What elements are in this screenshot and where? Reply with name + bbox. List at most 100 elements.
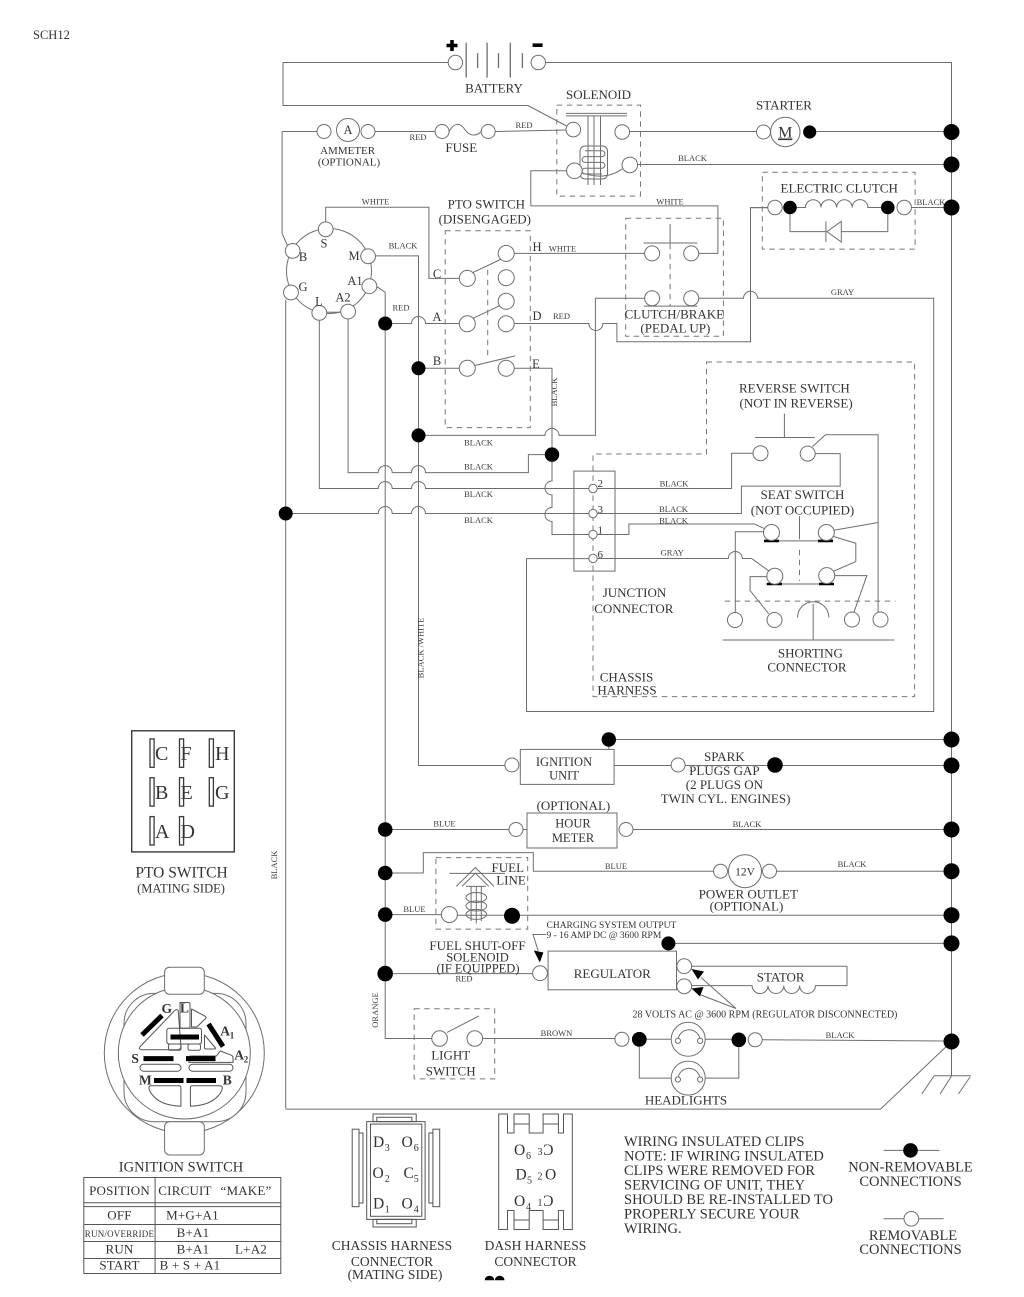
svg-text:RUN: RUN xyxy=(105,1242,133,1257)
svg-text:POSITION: POSITION xyxy=(89,1183,150,1198)
svg-text:DASH HARNESS: DASH HARNESS xyxy=(485,1238,587,1253)
svg-text:2: 2 xyxy=(385,1174,390,1185)
svg-text:5: 5 xyxy=(527,1176,532,1187)
svg-text:L: L xyxy=(180,1001,189,1016)
svg-text:BLACK: BLACK xyxy=(659,504,689,514)
svg-text:REVERSE SWITCH: REVERSE SWITCH xyxy=(739,381,850,396)
svg-text:O: O xyxy=(514,1193,525,1210)
svg-text:BLACK: BLACK xyxy=(549,377,559,407)
svg-text:BLACK: BLACK xyxy=(917,197,947,207)
svg-text:WHITE: WHITE xyxy=(656,197,683,207)
svg-text:ELECTRIC CLUTCH: ELECTRIC CLUTCH xyxy=(781,181,898,196)
svg-text:B: B xyxy=(433,354,441,368)
svg-text:C: C xyxy=(155,743,168,765)
svg-text:M+G+A1: M+G+A1 xyxy=(166,1208,219,1223)
svg-text:(PEDAL UP): (PEDAL UP) xyxy=(640,321,710,336)
svg-text:G: G xyxy=(298,280,307,294)
svg-text:IGNITION: IGNITION xyxy=(536,755,592,769)
svg-text:ORANGE: ORANGE xyxy=(370,992,380,1027)
svg-text:GRAY: GRAY xyxy=(831,287,854,297)
svg-text:B: B xyxy=(223,1073,232,1088)
svg-text:NOTE: IF WIRING INSULATED: NOTE: IF WIRING INSULATED xyxy=(624,1149,824,1165)
svg-text:B: B xyxy=(155,782,168,804)
svg-text:2: 2 xyxy=(244,1055,249,1065)
svg-text:4: 4 xyxy=(414,1205,419,1216)
svg-text:E: E xyxy=(532,357,540,371)
svg-text:FUEL: FUEL xyxy=(492,860,525,875)
svg-text:CHASSIS: CHASSIS xyxy=(600,670,653,685)
svg-text:6: 6 xyxy=(414,1143,419,1154)
svg-text:O: O xyxy=(514,1142,525,1159)
svg-text:START: START xyxy=(99,1258,139,1273)
svg-text:D: D xyxy=(373,1134,384,1151)
svg-text:SHORTING: SHORTING xyxy=(778,646,843,661)
svg-text:B+A1: B+A1 xyxy=(177,1225,210,1240)
svg-text:BATTERY: BATTERY xyxy=(465,81,523,96)
svg-text:9 - 16 AMP DC @ 3600 RPM: 9 - 16 AMP DC @ 3600 RPM xyxy=(547,931,662,941)
svg-text:(NOT IN REVERSE): (NOT IN REVERSE) xyxy=(740,396,853,411)
svg-text:OFF: OFF xyxy=(107,1208,131,1223)
svg-text:SOLENOID: SOLENOID xyxy=(566,87,631,102)
svg-text:SHOULD BE RE-INSTALLED TO: SHOULD BE RE-INSTALLED TO xyxy=(624,1192,833,1208)
svg-text:POWER OUTLET: POWER OUTLET xyxy=(699,887,798,902)
svg-text:BLACK: BLACK xyxy=(826,1030,856,1040)
svg-text:SEAT SWITCH: SEAT SWITCH xyxy=(761,487,845,502)
svg-text:HARNESS: HARNESS xyxy=(597,683,656,698)
svg-text:RED: RED xyxy=(456,974,473,984)
svg-text:6: 6 xyxy=(526,1151,531,1162)
svg-text:(MATING SIDE): (MATING SIDE) xyxy=(137,882,225,896)
svg-text:WIRING.: WIRING. xyxy=(624,1221,682,1237)
svg-text:WIRING INSULATED CLIPS: WIRING INSULATED CLIPS xyxy=(624,1134,804,1150)
svg-text:CHARGING SYSTEM OUTPUT: CHARGING SYSTEM OUTPUT xyxy=(547,921,677,931)
svg-text:HOUR: HOUR xyxy=(555,817,591,831)
svg-text:HEADLIGHTS: HEADLIGHTS xyxy=(645,1093,727,1108)
svg-text:BLACK: BLACK xyxy=(389,241,419,251)
svg-text:STARTER: STARTER xyxy=(756,98,812,113)
svg-text:BLACK: BLACK xyxy=(464,438,494,448)
svg-text:CHASSIS HARNESS: CHASSIS HARNESS xyxy=(332,1238,452,1253)
svg-text:D: D xyxy=(181,821,195,843)
svg-text:3: 3 xyxy=(538,1147,543,1158)
svg-text:C: C xyxy=(433,267,441,281)
svg-text:D: D xyxy=(373,1196,384,1213)
svg-text:F: F xyxy=(181,743,192,765)
svg-text:BLACK: BLACK xyxy=(838,859,868,869)
svg-text:CLUTCH/BRAKE: CLUTCH/BRAKE xyxy=(624,307,724,322)
svg-text:FUEL SHUT-OFF: FUEL SHUT-OFF xyxy=(429,938,525,953)
svg-text:B: B xyxy=(299,250,307,264)
svg-text:S: S xyxy=(131,1051,139,1066)
svg-text:L: L xyxy=(315,295,323,309)
svg-text:SOLENOID: SOLENOID xyxy=(446,951,509,965)
svg-text:D: D xyxy=(516,1167,527,1184)
svg-text:CLIPS WERE REMOVED FOR: CLIPS WERE REMOVED FOR xyxy=(624,1163,815,1179)
svg-text:1: 1 xyxy=(598,525,604,537)
svg-text:PTO SWITCH: PTO SWITCH xyxy=(448,197,525,212)
svg-text:SPARK: SPARK xyxy=(704,749,745,764)
svg-text:A: A xyxy=(155,821,170,843)
svg-text:BROWN: BROWN xyxy=(541,1028,573,1038)
svg-text:O: O xyxy=(402,1196,413,1213)
svg-text:B+A1: B+A1 xyxy=(177,1242,210,1257)
svg-text:CONNECTOR: CONNECTOR xyxy=(351,1254,433,1269)
svg-text:REMOVABLE: REMOVABLE xyxy=(869,1228,957,1244)
svg-text:G: G xyxy=(162,1001,173,1016)
svg-text:REGULATOR: REGULATOR xyxy=(574,966,651,981)
svg-text:A1: A1 xyxy=(347,274,362,288)
svg-text:(DISENGAGED): (DISENGAGED) xyxy=(439,212,531,227)
svg-text:NON-REMOVABLE: NON-REMOVABLE xyxy=(848,1160,973,1176)
svg-text:RED: RED xyxy=(410,132,427,142)
svg-text:CONNECTIONS: CONNECTIONS xyxy=(859,1174,961,1190)
svg-text:IGNITION SWITCH: IGNITION SWITCH xyxy=(119,1160,244,1176)
svg-text:BLACK: BLACK xyxy=(678,153,708,163)
svg-text:LIGHT: LIGHT xyxy=(431,1048,470,1063)
svg-text:2: 2 xyxy=(598,478,604,490)
svg-text:H: H xyxy=(215,743,229,765)
svg-text:CONNECTIONS: CONNECTIONS xyxy=(859,1242,961,1258)
svg-text:LINE: LINE xyxy=(496,873,526,888)
svg-text:C: C xyxy=(543,1193,553,1210)
svg-text:H: H xyxy=(532,240,541,254)
svg-text:UNIT: UNIT xyxy=(549,769,579,783)
svg-text:SCH12: SCH12 xyxy=(33,28,70,42)
svg-text:FUSE: FUSE xyxy=(445,140,477,155)
svg-text:“MAKE”: “MAKE” xyxy=(220,1183,271,1198)
